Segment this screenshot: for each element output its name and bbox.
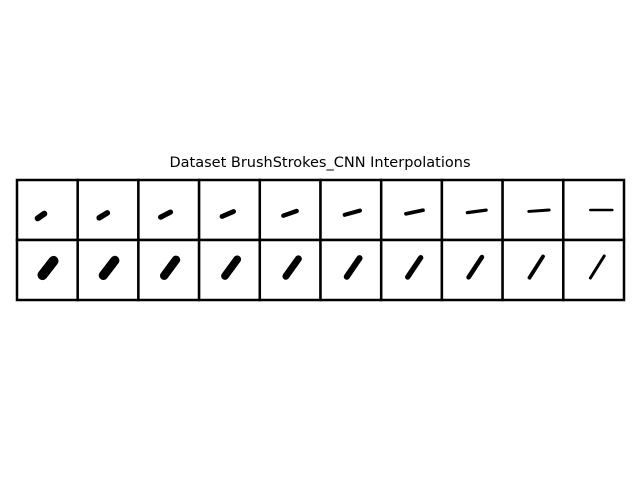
brush-stroke-r2-c9 [527, 254, 545, 280]
tile-r1-c4 [197, 178, 262, 242]
tile-r1-c5 [258, 178, 322, 242]
brush-stroke-r1-c7 [404, 208, 425, 216]
brush-stroke-r1-c2 [96, 210, 111, 221]
tile-r1-c7 [379, 178, 444, 242]
brush-stroke-r2-c1 [37, 255, 59, 281]
brush-stroke-r2-c5 [282, 255, 302, 280]
brush-stroke-r1-c1 [34, 210, 48, 222]
brush-stroke-r2-c3 [159, 255, 181, 280]
tile-r1-c6 [319, 178, 383, 242]
brush-stroke-r1-c6 [342, 208, 362, 217]
tile-r1-c1 [15, 178, 79, 242]
tile-r1-c2 [76, 178, 140, 242]
brush-stroke-r1-c9 [527, 208, 551, 213]
brush-stroke-r1-c8 [465, 208, 488, 215]
brush-stroke-r2-c7 [405, 255, 424, 280]
brush-stroke-r1-c4 [219, 209, 237, 219]
tile-r1-c8 [440, 178, 504, 242]
brush-stroke-r2-c6 [343, 255, 363, 280]
tile-r1-c3 [137, 178, 201, 242]
brush-stroke-r1-c3 [158, 209, 174, 220]
brush-stroke-r2-c4 [221, 255, 242, 280]
brush-stroke-r1-c5 [281, 208, 299, 218]
brush-stroke-r2-c8 [466, 254, 485, 280]
brush-stroke-r2-c10 [588, 254, 606, 280]
brush-stroke-r2-c2 [98, 255, 120, 280]
figure-title: Dataset BrushStrokes_CNN Interpolations [169, 155, 471, 171]
